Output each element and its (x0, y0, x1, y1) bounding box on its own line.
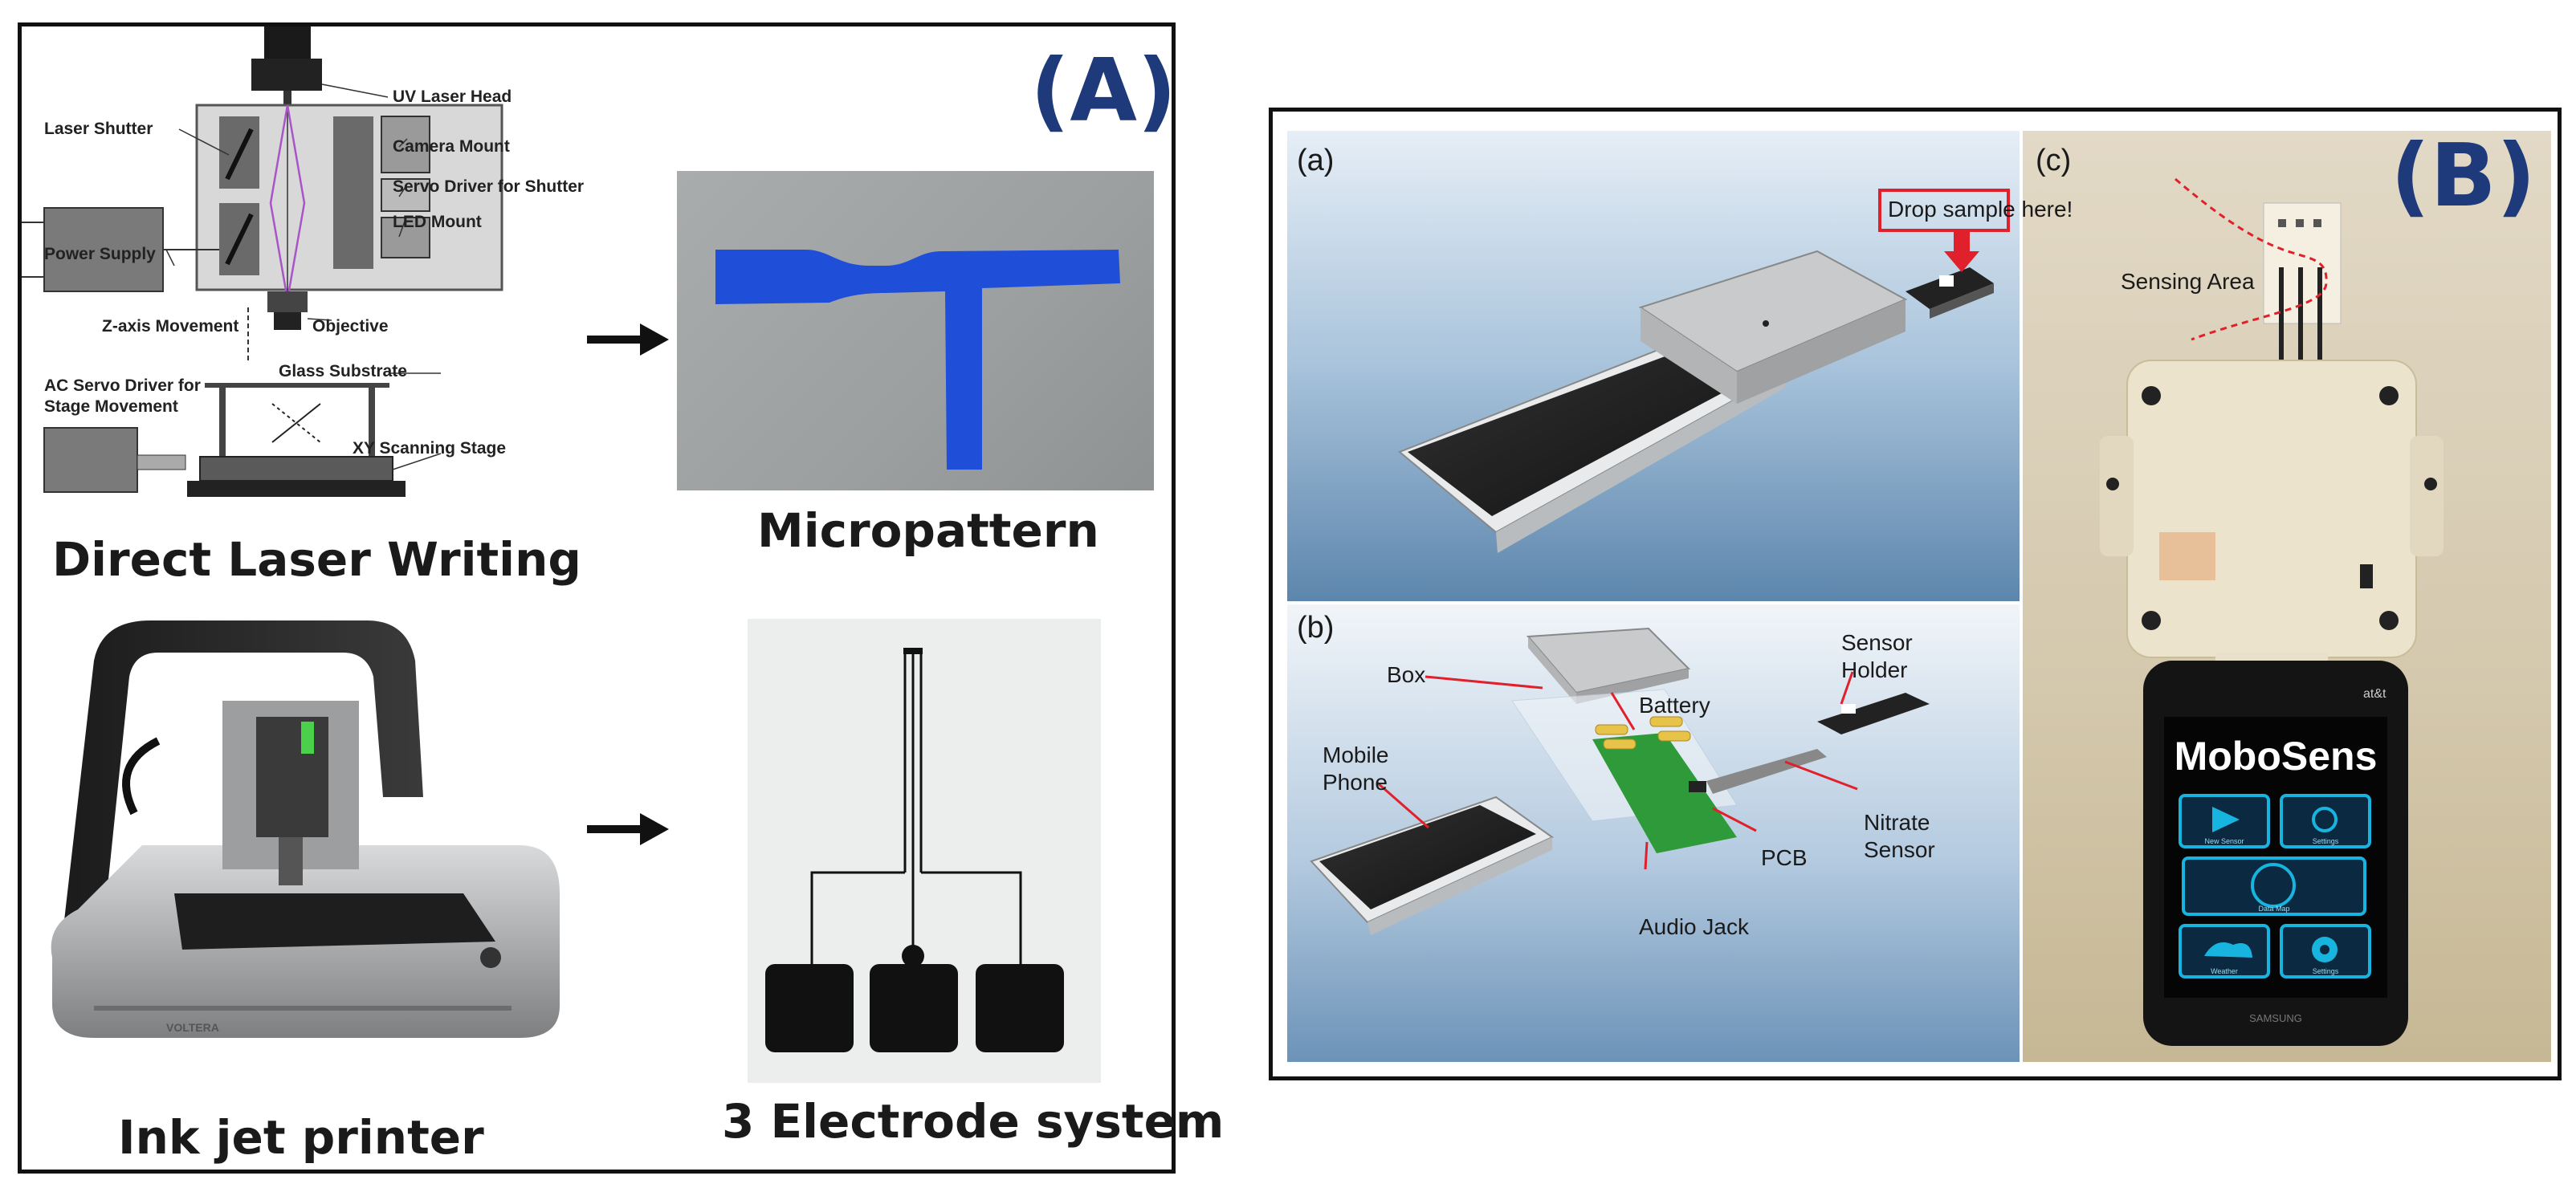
label-battery: Battery (1639, 693, 1710, 718)
power-supply-box (43, 207, 164, 292)
label-mobile-1: Mobile (1323, 742, 1389, 767)
tile-3-label: Data Map (2258, 905, 2289, 913)
panel-a-letter: (A) (1030, 41, 1177, 141)
label-xy-stage: XY Scanning Stage (353, 439, 506, 458)
tile-2-label: Settings (2313, 837, 2339, 845)
sublabel-c: (c) (2036, 144, 2072, 177)
panel-b-letter: (B) (2391, 126, 2537, 226)
label-pcb: PCB (1761, 845, 1808, 870)
laser-head-top (264, 26, 311, 59)
caption-electrode: 3 Electrode system (722, 1094, 1225, 1149)
tile-5-label: Settings (2313, 967, 2339, 975)
micropattern-shape (715, 250, 1120, 470)
label-z-axis: Z-axis Movement (102, 317, 239, 336)
label-led-mount: LED Mount (393, 213, 482, 231)
caption-inkjet: Ink jet printer (118, 1110, 484, 1165)
laser-head-body (251, 59, 322, 91)
label-sensor-holder-1: Sensor (1841, 630, 1913, 655)
app-title: MoboSens (2175, 734, 2378, 779)
device-assembled-drawing (1398, 189, 2010, 553)
label-sensing-area: Sensing Area (2121, 269, 2255, 294)
camera-block (333, 116, 373, 269)
label-power-supply: Power Supply (44, 245, 156, 263)
label-sensor-holder-2: Holder (1841, 657, 1908, 682)
arrow-right-icon (587, 813, 669, 845)
dlw-schematic (22, 26, 503, 497)
xy-stage (199, 456, 393, 482)
sublabel-b: (b) (1297, 611, 1335, 645)
label-objective: Objective (312, 317, 389, 336)
label-ac-servo-1: AC Servo Driver for (44, 376, 201, 395)
tile-1-label: New Sensor (2204, 837, 2244, 845)
panel-a: (A) (18, 22, 1224, 1174)
mobosens-photo: at&t MoboSens New Sensor Settings Data M… (2100, 177, 2444, 1046)
sublabel-a: (a) (1297, 144, 1335, 177)
label-ac-servo-2: Stage Movement (44, 397, 178, 416)
printer-brand: VOLTERA (166, 1021, 219, 1034)
label-camera-mount: Camera Mount (393, 137, 510, 156)
electrode-drawing (765, 648, 1064, 1052)
inkjet-printer-image: VOLTERA (51, 620, 560, 1038)
label-nitrate-2: Sensor (1864, 837, 1935, 862)
label-laser-shutter: Laser Shutter (44, 120, 153, 138)
tile-4-label: Weather (2211, 967, 2238, 975)
caption-micropattern: Micropattern (757, 503, 1099, 558)
label-audio-jack: Audio Jack (1639, 914, 1749, 939)
glass-substrate (205, 383, 389, 388)
phone-carrier: at&t (2363, 687, 2386, 701)
label-box: Box (1387, 662, 1426, 687)
label-mobile-2: Phone (1323, 770, 1388, 795)
label-servo-driver-shutter: Servo Driver for Shutter (393, 177, 585, 196)
panel-b: (a) (b) (c) (B) Drop sample here! (1269, 108, 2562, 1080)
drop-sample-label: Drop sample here! (1888, 197, 2073, 222)
label-glass-substrate: Glass Substrate (279, 362, 407, 380)
label-uv-laser-head: UV Laser Head (393, 87, 512, 106)
caption-dlw: Direct Laser Writing (52, 532, 581, 587)
micropattern-image (677, 171, 1154, 490)
ac-servo-box (43, 427, 138, 493)
device-exploded-drawing (1310, 627, 1930, 935)
phone-brand: SAMSUNG (2249, 1012, 2302, 1024)
arrow-right-icon (587, 323, 669, 356)
label-nitrate-1: Nitrate (1864, 810, 1930, 835)
